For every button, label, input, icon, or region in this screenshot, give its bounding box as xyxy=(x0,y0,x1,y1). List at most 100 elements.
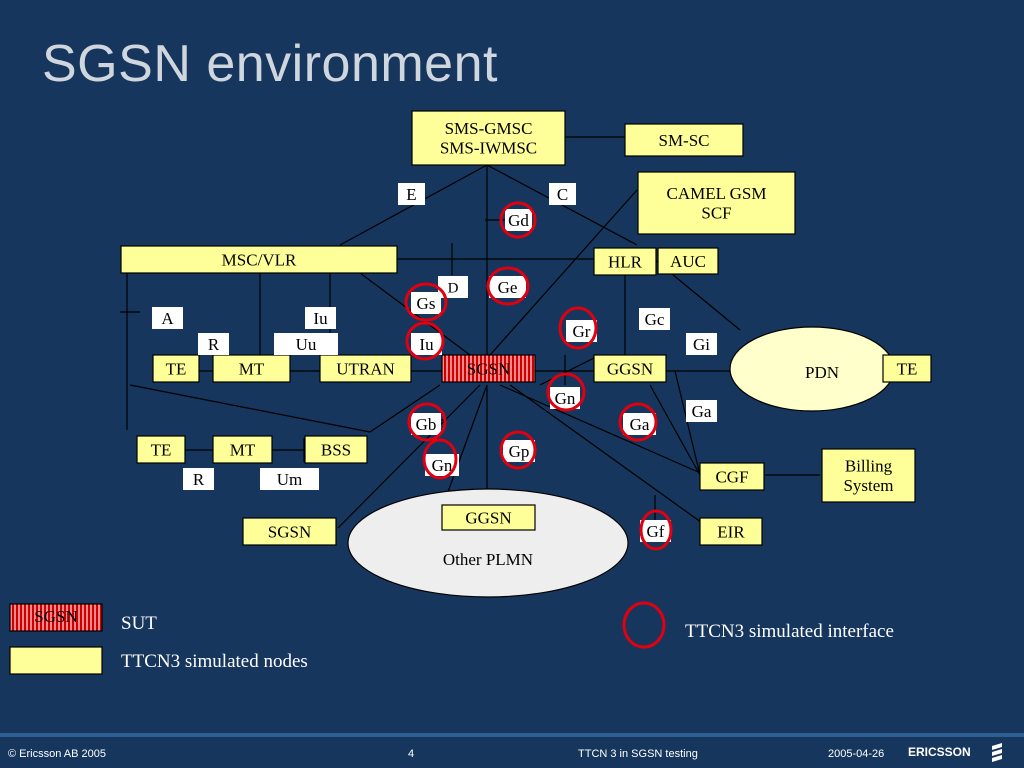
simulated-interface-ring-iu xyxy=(405,321,445,361)
interface-d-text: D xyxy=(448,280,459,296)
simulated-interface-ring-gr xyxy=(558,306,598,350)
simulated-interface-ring-gs xyxy=(404,282,448,322)
utran-node-label: UTRAN xyxy=(336,359,395,378)
interface-r-1: R xyxy=(198,333,229,355)
interface-ge: Ge xyxy=(489,276,526,298)
camel-gsm-scf-node-label: CAMEL GSM xyxy=(667,184,767,203)
other-plmn-label: Other PLMN xyxy=(443,550,533,569)
msc-vlr-node: MSC/VLR xyxy=(120,245,398,274)
interface-gi-text: Gi xyxy=(693,335,710,354)
te-pdn-node-label: TE xyxy=(897,359,918,378)
hlr-node: HLR xyxy=(593,247,657,276)
simulated-interface-ring-gf xyxy=(639,509,673,551)
legend-nodes-label: TTCN3 simulated nodes xyxy=(121,651,308,672)
interface-iu-1-text: Iu xyxy=(313,309,328,328)
interface-um-text: Um xyxy=(277,470,303,489)
cgf-node: CGF xyxy=(699,462,765,491)
mt-node-1-label: MT xyxy=(239,359,265,378)
footer-copyright: © Ericsson AB 2005 xyxy=(8,748,106,760)
other-plmn-network: Other PLMN xyxy=(347,488,629,598)
interface-gr-text: Gr xyxy=(573,322,591,341)
te-node-1: TE xyxy=(152,354,200,383)
sm-sc-node-label: SM-SC xyxy=(658,131,709,150)
interface-um: Um xyxy=(260,468,319,490)
bss-node: BSS xyxy=(304,435,368,464)
interface-gn-1-text: Gn xyxy=(555,389,576,408)
simulated-interface-ring-gp xyxy=(499,430,537,470)
interface-e-text: E xyxy=(406,185,416,204)
footer-topic: TTCN 3 in SGSN testing xyxy=(578,748,698,760)
interface-d: D xyxy=(438,276,468,298)
pdn-network: PDN xyxy=(729,326,895,412)
sm-sc-node: SM-SC xyxy=(624,123,744,157)
ggsn-node-label: GGSN xyxy=(607,359,653,378)
footer-bar xyxy=(0,733,1024,737)
interface-ga-1: Ga xyxy=(686,400,717,422)
mt-node-1: MT xyxy=(212,354,291,383)
interface-gf: Gf xyxy=(640,520,671,542)
simulated-interface-ring-ga xyxy=(618,402,658,442)
interface-r-2-text: R xyxy=(193,470,205,489)
te-node-1-label: TE xyxy=(166,359,187,378)
ggsn-other-node: GGSN xyxy=(441,504,536,531)
simulated-interface-ring-gn-1 xyxy=(546,372,586,412)
interface-gd-text: Gd xyxy=(508,211,529,230)
sms-gmsc-node-label: SMS-IWMSC xyxy=(440,139,537,158)
interface-gb-text: Gb xyxy=(416,415,437,434)
interface-a: A xyxy=(152,307,183,329)
interface-a-text: A xyxy=(161,309,174,328)
interface-uu: Uu xyxy=(274,333,338,355)
msc-vlr-node-label: MSC/VLR xyxy=(222,250,297,269)
interface-gi: Gi xyxy=(686,333,717,355)
interface-gf-text: Gf xyxy=(647,522,665,541)
svg-text:ERICSSON: ERICSSON xyxy=(908,745,971,759)
legend-sut-box-label: SGSN xyxy=(34,607,77,626)
interface-e: E xyxy=(398,183,425,205)
interface-gn-2-text: Gn xyxy=(432,456,453,475)
footer-page-number: 4 xyxy=(408,748,415,760)
interface-c: C xyxy=(549,183,576,205)
sgsn-other-node-label: SGSN xyxy=(268,522,311,541)
interface-iu-2-text: Iu xyxy=(419,335,434,354)
bss-node-label: BSS xyxy=(321,440,351,459)
mt-node-2-label: MT xyxy=(230,440,256,459)
sgsn-other-node: SGSN xyxy=(242,517,337,546)
interface-gn-2: Gn xyxy=(425,454,459,476)
interface-iu-1: Iu xyxy=(305,307,336,329)
interface-gs-text: Gs xyxy=(417,294,436,313)
interface-gs: Gs xyxy=(411,292,441,314)
interface-c-text: C xyxy=(557,185,568,204)
camel-gsm-scf-node-label: SCF xyxy=(701,204,731,223)
interface-uu-text: Uu xyxy=(296,335,317,354)
te-pdn-node: TE xyxy=(882,354,932,383)
interface-gp: Gp xyxy=(503,440,535,462)
interface-r-1-text: R xyxy=(208,335,220,354)
billing-system-node-label: Billing xyxy=(845,457,893,476)
simulated-interface-ring-gd xyxy=(499,201,537,239)
mt-node-2: MT xyxy=(212,435,273,464)
utran-node: UTRAN xyxy=(319,354,412,383)
eir-node: EIR xyxy=(699,517,763,546)
sgsn-sut-node-label: SGSN xyxy=(467,359,510,378)
te-node-2-label: TE xyxy=(151,440,172,459)
auc-node-label: AUC xyxy=(670,252,706,271)
ericsson-logo: ERICSSON xyxy=(908,743,1002,762)
ggsn-other-node-label: GGSN xyxy=(465,508,511,527)
interface-gp-text: Gp xyxy=(509,442,530,461)
interface-iu-2: Iu xyxy=(411,333,442,355)
simulated-interface-ring-gn-2 xyxy=(422,438,458,480)
cgf-node-label: CGF xyxy=(715,467,748,486)
te-node-2: TE xyxy=(136,435,186,464)
legend-sut-swatch: SGSN xyxy=(9,603,103,632)
ggsn-node: GGSN xyxy=(593,354,667,383)
legend-interface-ring xyxy=(622,601,666,649)
interface-gn-1: Gn xyxy=(550,387,580,409)
billing-system-node-label: System xyxy=(843,476,893,495)
interface-gb: Gb xyxy=(411,413,441,435)
auc-node: AUC xyxy=(657,247,719,275)
hlr-node-label: HLR xyxy=(608,252,643,271)
